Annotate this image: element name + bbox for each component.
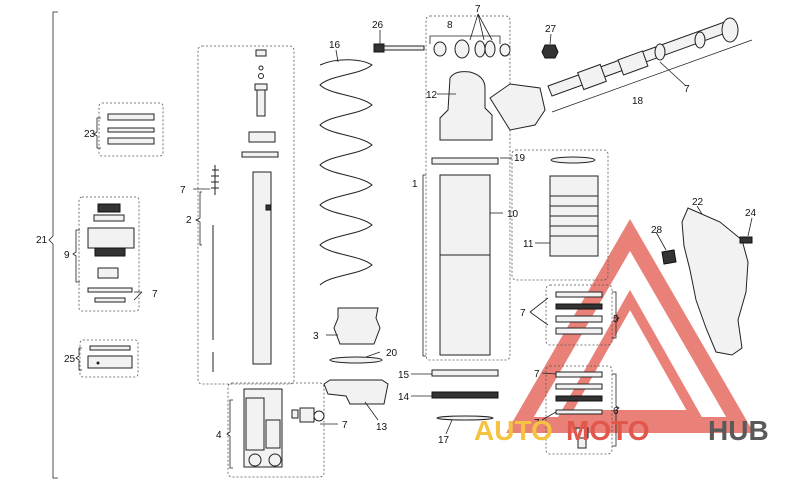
callout-10: 10: [507, 209, 519, 220]
group-box-2: [197, 45, 295, 385]
reservoir-hose: [489, 83, 546, 131]
callout-2: 2: [186, 215, 192, 226]
watermark-moto: MOTO: [566, 415, 649, 446]
group-box-4: [227, 382, 325, 478]
bracket-21: [48, 11, 58, 479]
mud-guard-22: [681, 207, 749, 356]
group-box-5: [545, 284, 613, 346]
callout-20: 20: [386, 348, 398, 359]
callout-17: 17: [438, 435, 450, 446]
group-box-9: [78, 196, 140, 312]
watermark-auto: AUTO: [474, 415, 553, 446]
callout-4: 4: [216, 430, 222, 441]
callout-23: 23: [84, 129, 96, 140]
callout-7-g5: 7: [520, 308, 526, 319]
group-box-1: [425, 15, 511, 361]
callout-21: 21: [36, 235, 48, 246]
callout-7-g6b: 7: [534, 418, 540, 429]
callout-18: 18: [632, 96, 644, 107]
clip-28: [661, 249, 677, 265]
group-box-6: [545, 365, 613, 455]
callout-22: 22: [692, 197, 704, 208]
watermark-text: AUTO MOTO HUB: [474, 415, 769, 446]
callout-7-g4: 7: [342, 420, 348, 431]
callout-8: 8: [447, 20, 453, 31]
callout-5: 5: [613, 314, 619, 325]
nut-27: [541, 44, 559, 59]
callout-7-g6a: 7: [534, 369, 540, 380]
callout-26: 26: [372, 20, 384, 31]
callout-7-top: 7: [475, 4, 481, 15]
callout-12: 12: [426, 90, 438, 101]
watermark-hub: HUB: [708, 415, 769, 446]
adjuster-assembly-18: [547, 17, 753, 113]
callout-19: 19: [514, 153, 526, 164]
callout-27: 27: [545, 24, 557, 35]
needle-spring-part: [211, 165, 219, 195]
callout-11: 11: [523, 239, 534, 250]
callout-15: 15: [398, 370, 410, 381]
group-box-25: [79, 339, 139, 378]
callout-1: 1: [412, 179, 418, 190]
coil-spring-16: [319, 59, 373, 286]
callout-6: 6: [613, 406, 619, 417]
group-box-11: [511, 149, 609, 281]
screw-24: [739, 236, 753, 244]
callout-24: 24: [745, 208, 757, 219]
callout-28: 28: [651, 225, 663, 236]
callout-13: 13: [376, 422, 388, 433]
callout-7-g9: 7: [152, 289, 158, 300]
callout-16: 16: [329, 40, 341, 51]
callout-7-g2: 7: [180, 185, 186, 196]
spring-seat-13: [323, 379, 389, 405]
callout-labels: 21 23 9 7 25 7 2 4 7 16 3 20 13 26 8 7 2…: [36, 4, 757, 446]
group-box-23: [98, 102, 164, 157]
callout-7-g18: 7: [684, 84, 690, 95]
leader-lines: [133, 13, 753, 435]
callout-25: 25: [64, 354, 76, 365]
bump-stop-3: [333, 307, 381, 345]
shock-top-eye-12: [439, 71, 493, 141]
callout-14: 14: [398, 392, 410, 403]
callout-3: 3: [313, 331, 319, 342]
bolt-26: [373, 43, 385, 53]
callout-9: 9: [64, 250, 70, 261]
